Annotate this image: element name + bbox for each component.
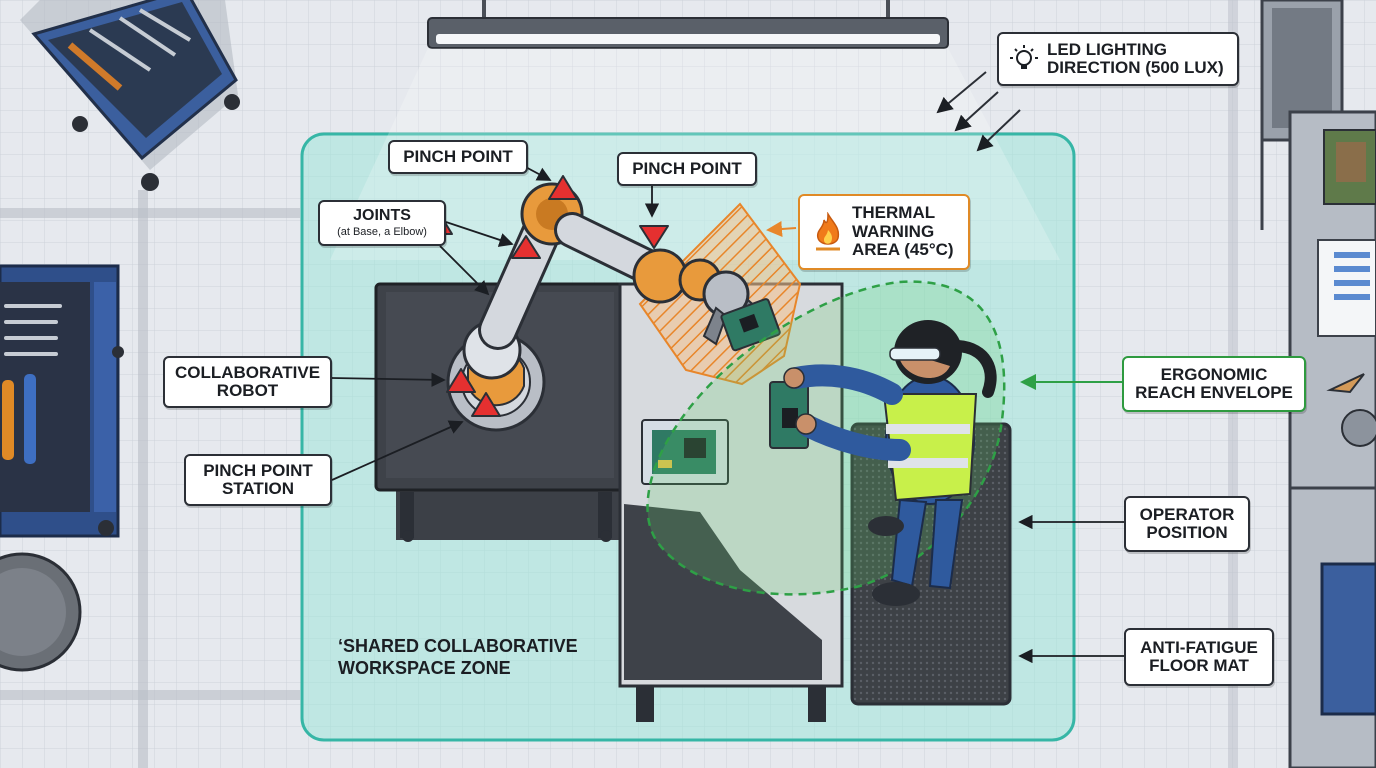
- robot-arm: [446, 182, 781, 432]
- thermal-warning-label: THERMAL WARNING AREA (45°C): [852, 203, 954, 260]
- operator: [769, 320, 997, 606]
- work-table: [618, 282, 844, 722]
- pinch-point-station-callout: PINCH POINT STATION: [184, 454, 332, 506]
- operator-position-callout: OPERATOR POSITION: [1124, 496, 1250, 552]
- floor-mat-callout: ANTI-FATIGUE FLOOR MAT: [1124, 628, 1274, 686]
- joints-label: JOINTS: [353, 206, 411, 224]
- ergonomic-reach-callout: ERGONOMIC REACH ENVELOPE: [1122, 356, 1306, 412]
- tool-cart-left: [0, 264, 124, 538]
- pinch-point-top-label: PINCH POINT: [403, 146, 513, 166]
- shared-zone-label: ‘SHARED COLLABORATIVE WORKSPACE ZONE: [338, 636, 578, 678]
- pinch-point-station-label: PINCH POINT STATION: [203, 460, 313, 498]
- led-lighting-callout: LED LIGHTING DIRECTION (500 LUX): [997, 32, 1239, 86]
- right-shelving: [1260, 0, 1376, 768]
- thermal-leader: [766, 221, 797, 237]
- light-bulb-icon: [1010, 45, 1038, 69]
- light-rays: [936, 71, 1021, 152]
- joints-callout: JOINTS (at Base, a Elbow): [318, 200, 446, 246]
- led-lighting-label: LED LIGHTING DIRECTION (500 LUX): [1047, 39, 1224, 77]
- tool-cart-top-left: [20, 0, 240, 191]
- floor-drum: [0, 552, 82, 672]
- thermal-warning-callout: THERMAL WARNING AREA (45°C): [798, 194, 970, 270]
- collaborative-robot-callout: COLLABORATIVE ROBOT: [163, 356, 332, 408]
- ceiling-light: [427, 0, 949, 49]
- floor-mat-label: ANTI-FATIGUE FLOOR MAT: [1140, 637, 1258, 675]
- pinch-point-top-callout: PINCH POINT: [388, 140, 528, 174]
- operator-position-label: OPERATOR POSITION: [1139, 504, 1235, 542]
- joints-sublabel: (at Base, a Elbow): [337, 226, 427, 239]
- collaborative-robot-label: COLLABORATIVE ROBOT: [174, 362, 321, 400]
- flame-icon: [816, 212, 840, 251]
- pinch-point-mid-callout: PINCH POINT: [617, 152, 757, 186]
- pinch-point-mid-label: PINCH POINT: [632, 158, 742, 178]
- ergonomic-reach-label: ERGONOMIC REACH ENVELOPE: [1135, 364, 1293, 402]
